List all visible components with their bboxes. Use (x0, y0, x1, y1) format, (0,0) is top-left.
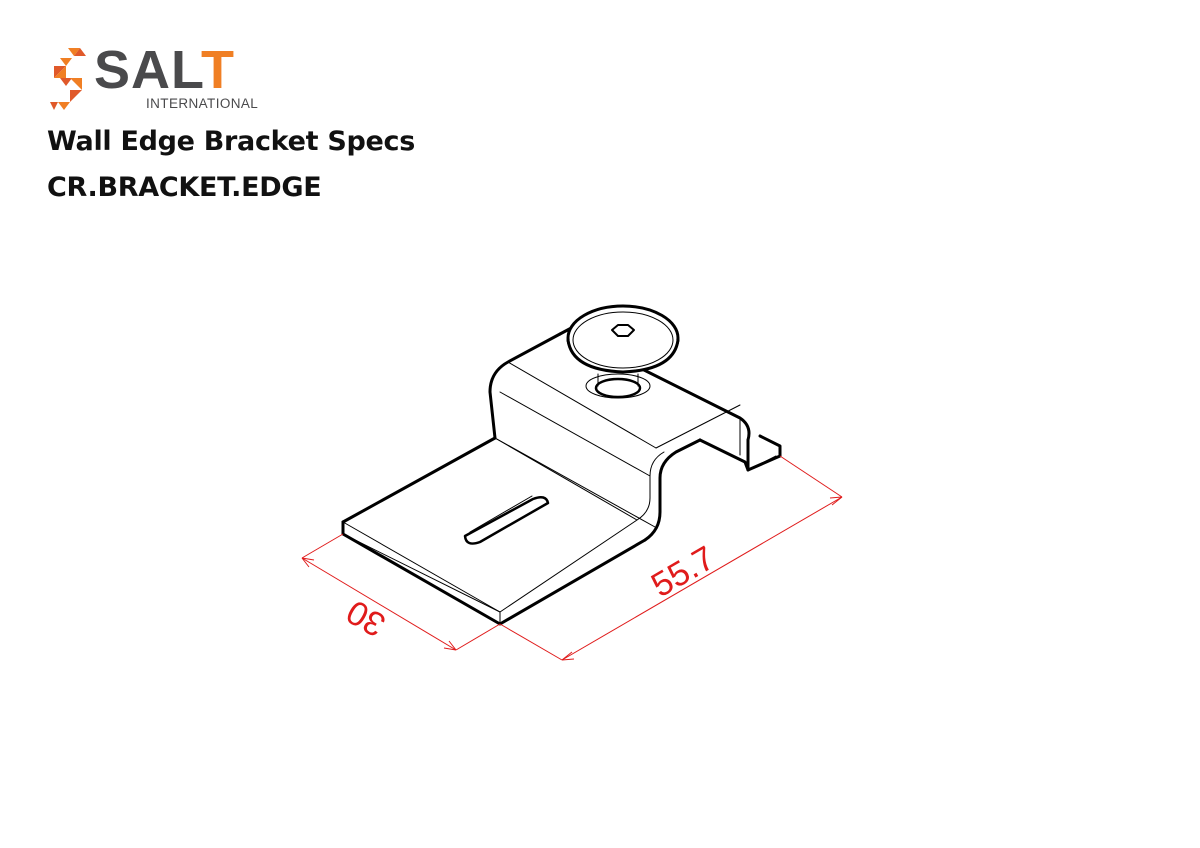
product-code: CR.BRACKET.EDGE (47, 172, 322, 203)
salt-international-logo: SALT INTERNATIONAL (46, 40, 286, 112)
dimension-length-label: 55.7 (645, 539, 721, 605)
logo-subtitle: INTERNATIONAL (146, 96, 259, 111)
logo-mark-icon (50, 48, 86, 110)
page-title: Wall Edge Bracket Specs (47, 126, 415, 157)
logo-wordmark: SALT (94, 40, 235, 100)
dimension-width-label: 30 (340, 592, 392, 644)
